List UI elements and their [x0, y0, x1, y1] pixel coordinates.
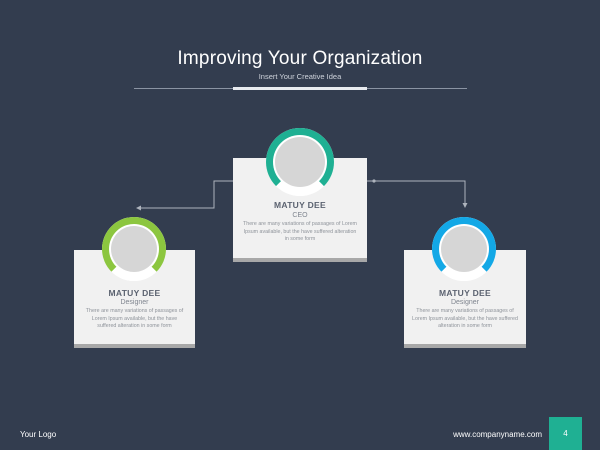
ceo-card: MATUY DEE CEO There are many variations … [233, 158, 367, 262]
page-number: 4 [563, 429, 568, 438]
right-member-avatar-ring [432, 217, 496, 281]
right-member-role: Designer [450, 299, 479, 306]
footer-logo: Your Logo [20, 430, 57, 439]
left-member-name: MATUY DEE [108, 288, 161, 298]
title-divider-accent [233, 87, 367, 90]
ceo-photo-placeholder [275, 137, 325, 187]
right-member-avatar [432, 217, 496, 281]
left-member-role: Designer [120, 299, 149, 306]
left-member-photo-placeholder [111, 226, 157, 272]
slide-title: Improving Your Organization [177, 48, 423, 69]
slide-subtitle: Insert Your Creative Idea [258, 72, 342, 81]
ceo-role: CEO [292, 212, 308, 219]
right-member-photo-placeholder [441, 226, 487, 272]
ceo-avatar [266, 128, 334, 196]
left-member-avatar [102, 217, 166, 281]
right-member-description: There are many variations of passages of… [412, 308, 518, 329]
left-member-avatar-ring [102, 217, 166, 281]
right-member-name: MATUY DEE [439, 288, 491, 298]
ceo-avatar-ring [266, 128, 334, 196]
connector-ceo-to-left [136, 180, 233, 211]
ceo-description: There are many variations of passages of… [243, 221, 357, 242]
ceo-name: MATUY DEE [274, 200, 326, 210]
page-number-badge: 4 [549, 417, 582, 450]
connector-dot-right-start [372, 179, 376, 183]
footer-url[interactable]: www.companyname.com [453, 430, 542, 439]
left-member-description: There are many variations of passages of… [85, 308, 184, 329]
connector-ceo-to-right [367, 180, 468, 208]
